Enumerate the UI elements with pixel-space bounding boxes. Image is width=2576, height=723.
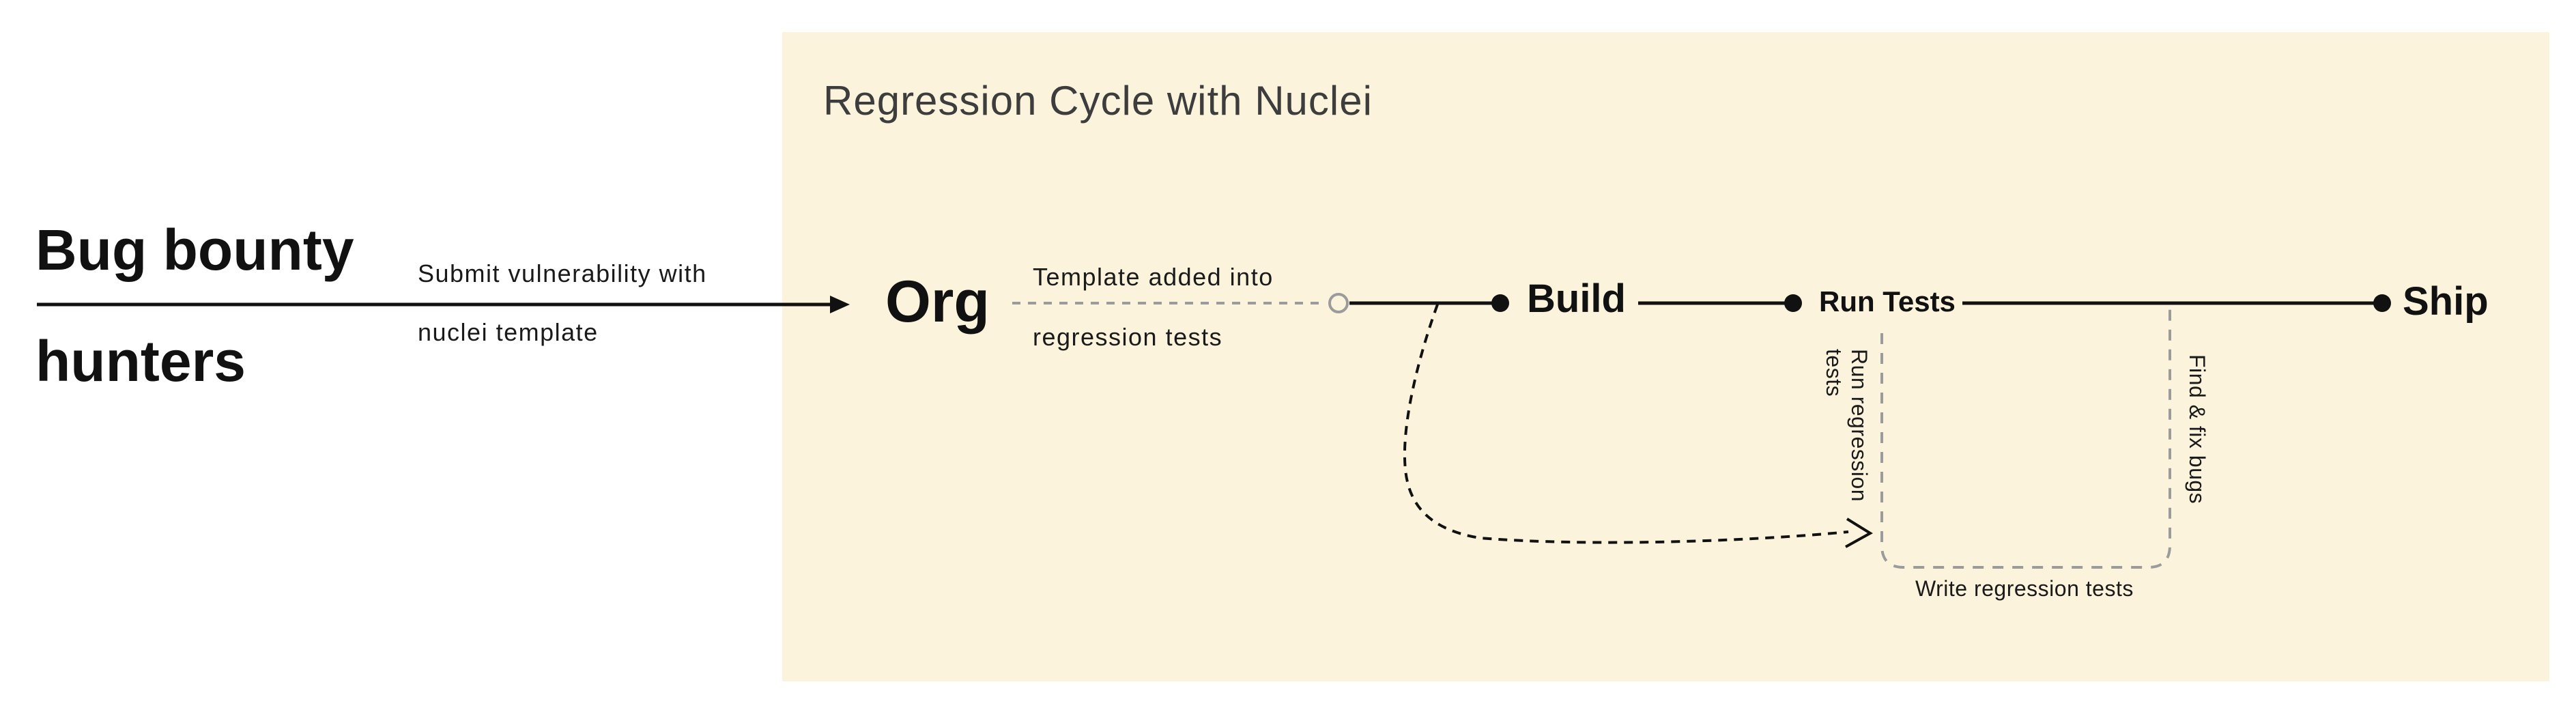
ship-node-dot-icon [2373, 294, 2391, 312]
actor-label-line2: hunters [35, 329, 246, 393]
build-feedback-dashed-curve [1403, 304, 1849, 544]
feedback-arrowhead-icon [1845, 518, 1873, 548]
run-regression-tests-vertical-label: Run regression tests [1821, 349, 1872, 502]
run-regression-label-line1: Run regression [1847, 349, 1872, 502]
node-org-label: Org [885, 269, 990, 335]
actor-label-line1: Bug bounty [35, 218, 354, 282]
run-tests-node-dot-icon [1784, 294, 1802, 312]
submit-edge-label-line1: Submit vulnerability with [418, 259, 707, 287]
template-edge-open-circle-icon [1328, 293, 1349, 313]
template-edge-label-line1: Template added into [1033, 263, 1274, 291]
run-regression-label-line2: tests [1822, 349, 1846, 397]
build-node-dot-icon [1491, 294, 1509, 312]
node-run-tests-label: Run Tests [1819, 285, 1956, 317]
panel-title: Regression Cycle with Nuclei [823, 78, 1373, 124]
submit-edge-label-line2: nuclei template [418, 318, 599, 346]
template-edge-label-line2: regression tests [1033, 323, 1223, 351]
write-regression-tests-label: Write regression tests [1915, 576, 2134, 601]
node-build-label: Build [1527, 277, 1626, 321]
regression-cycle-panel [782, 32, 2549, 681]
submit-arrowhead-icon [830, 296, 850, 313]
regression-cycle-bracket [1880, 309, 2171, 569]
find-fix-bugs-vertical-label: Find & fix bugs [2185, 354, 2209, 505]
node-ship-label: Ship [2403, 279, 2489, 324]
